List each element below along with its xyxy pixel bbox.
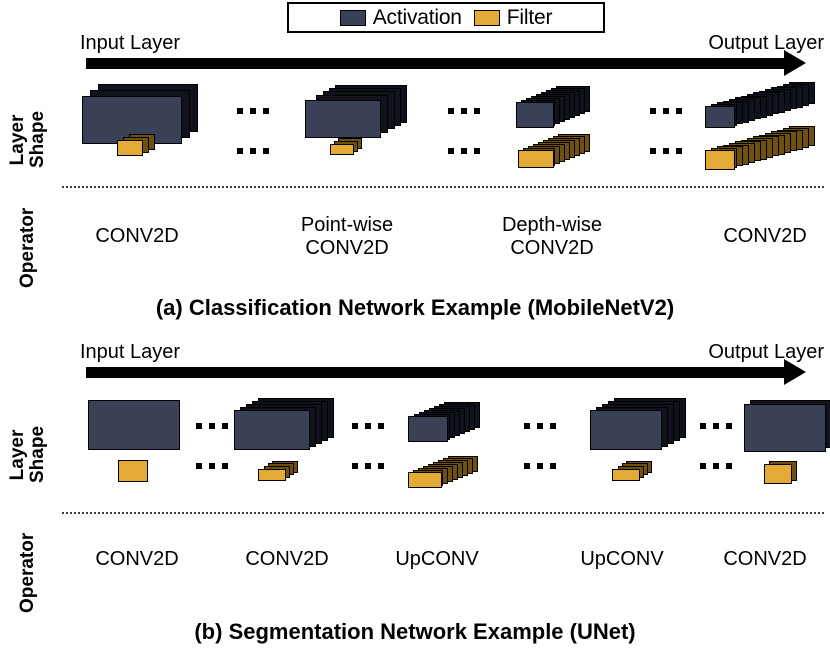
filter-block-a3	[518, 134, 612, 170]
row-divider-b	[62, 512, 824, 514]
operator-a-2: Point-wise CONV2D	[300, 214, 394, 259]
activation-block-b3	[408, 402, 502, 450]
activation-block-b5	[744, 400, 830, 456]
output-layer-label-a: Output Layer	[708, 32, 824, 54]
filter-block-b3	[408, 456, 502, 492]
panel-classification: Input Layer Output Layer Layer Shape	[7, 32, 825, 320]
filter-block-a2	[330, 138, 364, 160]
ellipsis-b3-activation	[524, 423, 556, 429]
flow-arrow-head-b	[784, 359, 806, 385]
operator-b-2: CONV2D	[245, 548, 329, 570]
legend: Activation Filter	[287, 2, 605, 33]
ellipsis-b1-filter	[196, 463, 228, 469]
ellipsis-a2-filter	[448, 148, 480, 154]
legend-label-activation: Activation	[372, 6, 462, 29]
row-label-operator-a: Operator	[17, 207, 38, 288]
activation-block-b1	[88, 400, 188, 452]
operator-a-3: Depth-wise CONV2D	[501, 214, 603, 259]
filter-swatch-icon	[473, 9, 500, 26]
ellipsis-a1-filter	[237, 148, 269, 154]
panel-caption-a: (a) Classification Network Example (Mobi…	[155, 295, 675, 320]
activation-block-b2	[234, 398, 344, 454]
panel-caption-b: (b) Segmentation Network Example (UNet)	[194, 619, 636, 644]
legend-label-filter: Filter	[506, 6, 553, 29]
legend-item-activation: Activation	[339, 6, 462, 29]
input-layer-label-a: Input Layer	[80, 32, 181, 54]
filter-block-b1	[118, 460, 158, 484]
operator-b-5: CONV2D	[723, 548, 807, 570]
operator-b-4: UpCONV	[580, 548, 664, 570]
ellipsis-b4-activation	[700, 423, 732, 429]
ellipsis-b1-activation	[196, 423, 228, 429]
ellipsis-b4-filter	[700, 463, 732, 469]
legend-item-filter: Filter	[473, 6, 553, 29]
ellipsis-a3-activation	[650, 108, 682, 114]
flow-arrow-shaft-a	[86, 58, 786, 69]
row-label-operator-b: Operator	[17, 532, 38, 613]
flow-arrow-head-a	[784, 50, 806, 76]
row-label-layer-shape-b-line1: Layer	[7, 429, 28, 481]
filter-block-b4	[612, 461, 656, 487]
flow-arrow-shaft-b	[86, 367, 786, 378]
activation-block-a2	[305, 85, 409, 141]
operator-a-4: CONV2D	[723, 225, 807, 247]
filter-block-a1	[117, 134, 157, 160]
activation-block-a3	[516, 86, 610, 132]
operator-a-1: CONV2D	[95, 225, 179, 247]
activation-block-b4	[590, 398, 694, 454]
filter-block-b5	[764, 461, 808, 487]
ellipsis-b2-activation	[352, 423, 384, 429]
row-label-layer-shape-a-line1: Layer	[7, 114, 28, 166]
row-divider-a	[62, 186, 824, 188]
ellipsis-b2-filter	[352, 463, 384, 469]
panel-segmentation: Input Layer Output Layer Layer Shape	[0, 330, 830, 658]
ellipsis-a3-filter	[650, 148, 682, 154]
row-label-layer-shape-a-line2: Shape	[27, 110, 48, 168]
output-layer-label-b: Output Layer	[708, 341, 824, 363]
ellipsis-b3-filter	[524, 463, 556, 469]
input-layer-label-b: Input Layer	[80, 341, 181, 363]
row-label-layer-shape-b-line2: Shape	[27, 425, 48, 483]
row-label-layer-shape-b: Layer Shape	[7, 425, 48, 483]
ellipsis-a1-activation	[237, 108, 269, 114]
ellipsis-a2-activation	[448, 108, 480, 114]
row-label-layer-shape-a: Layer Shape	[7, 110, 48, 168]
filter-block-a4	[705, 126, 825, 174]
activation-swatch-icon	[339, 9, 366, 26]
operator-b-3: UpCONV	[395, 548, 479, 570]
filter-block-b2	[258, 461, 302, 487]
operator-b-1: CONV2D	[95, 548, 179, 570]
activation-block-a4	[705, 82, 825, 132]
